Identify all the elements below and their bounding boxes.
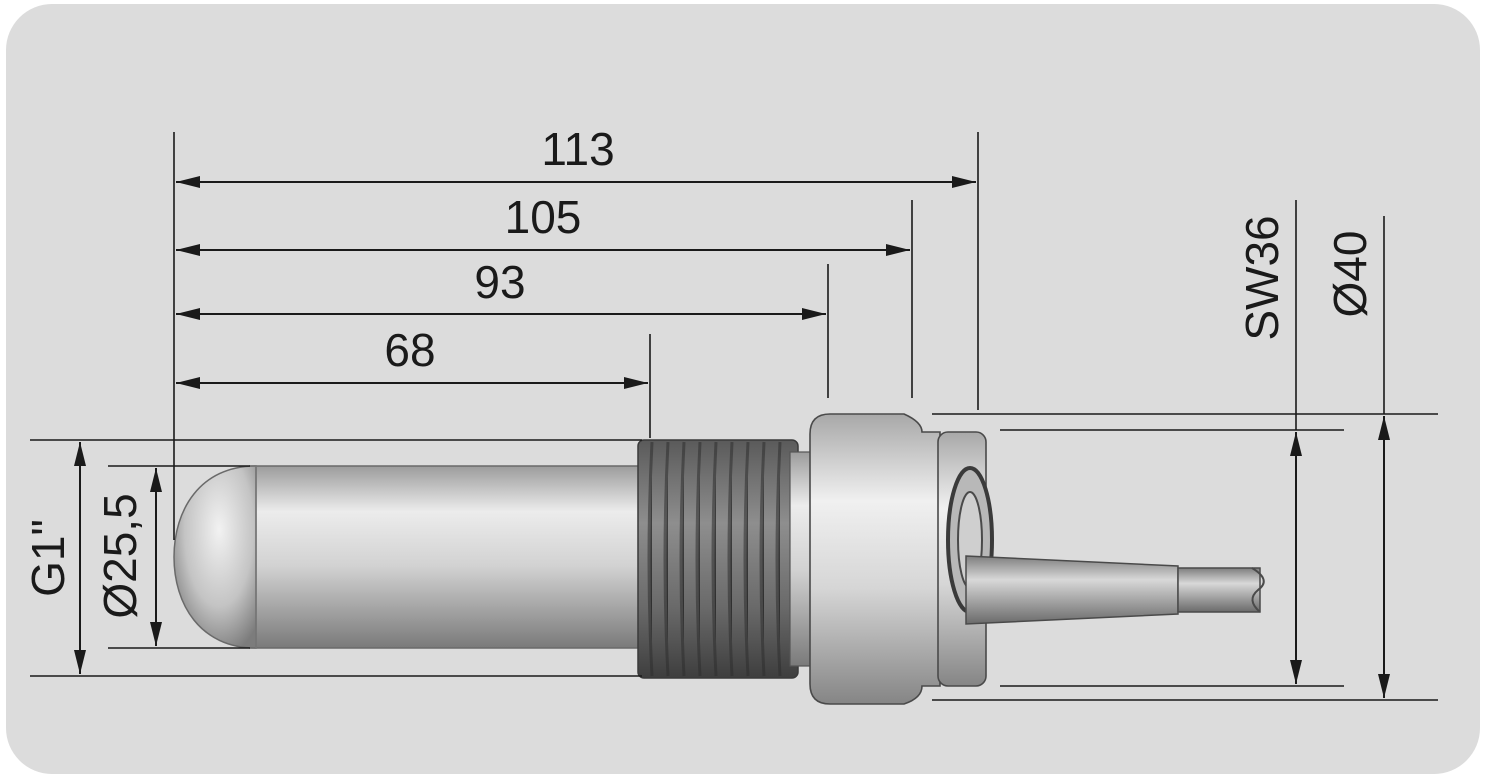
dim-label-probe-diameter: Ø25,5 (94, 493, 146, 618)
dim-label-68: 68 (384, 324, 435, 376)
hex-flange (809, 413, 941, 705)
dim-label-g1-thread: G1" (22, 519, 74, 597)
dimension-lines (74, 176, 1390, 698)
cable-strain-relief (965, 555, 1179, 625)
probe-dome-tip (173, 465, 257, 649)
dim-label-sw36: SW36 (1236, 215, 1288, 340)
dim-label-105: 105 (505, 191, 582, 243)
cable-wire (1177, 567, 1261, 613)
dim-label-113: 113 (541, 123, 614, 175)
sensor-body (173, 413, 1265, 705)
dim-label-flange-diameter: Ø40 (1324, 231, 1376, 318)
probe-tube (249, 465, 646, 649)
thread-grooves (647, 441, 782, 677)
extension-lines (30, 132, 1438, 701)
thread-section (637, 439, 799, 679)
dim-label-93: 93 (474, 256, 525, 308)
cable-cut-end (1251, 567, 1265, 613)
